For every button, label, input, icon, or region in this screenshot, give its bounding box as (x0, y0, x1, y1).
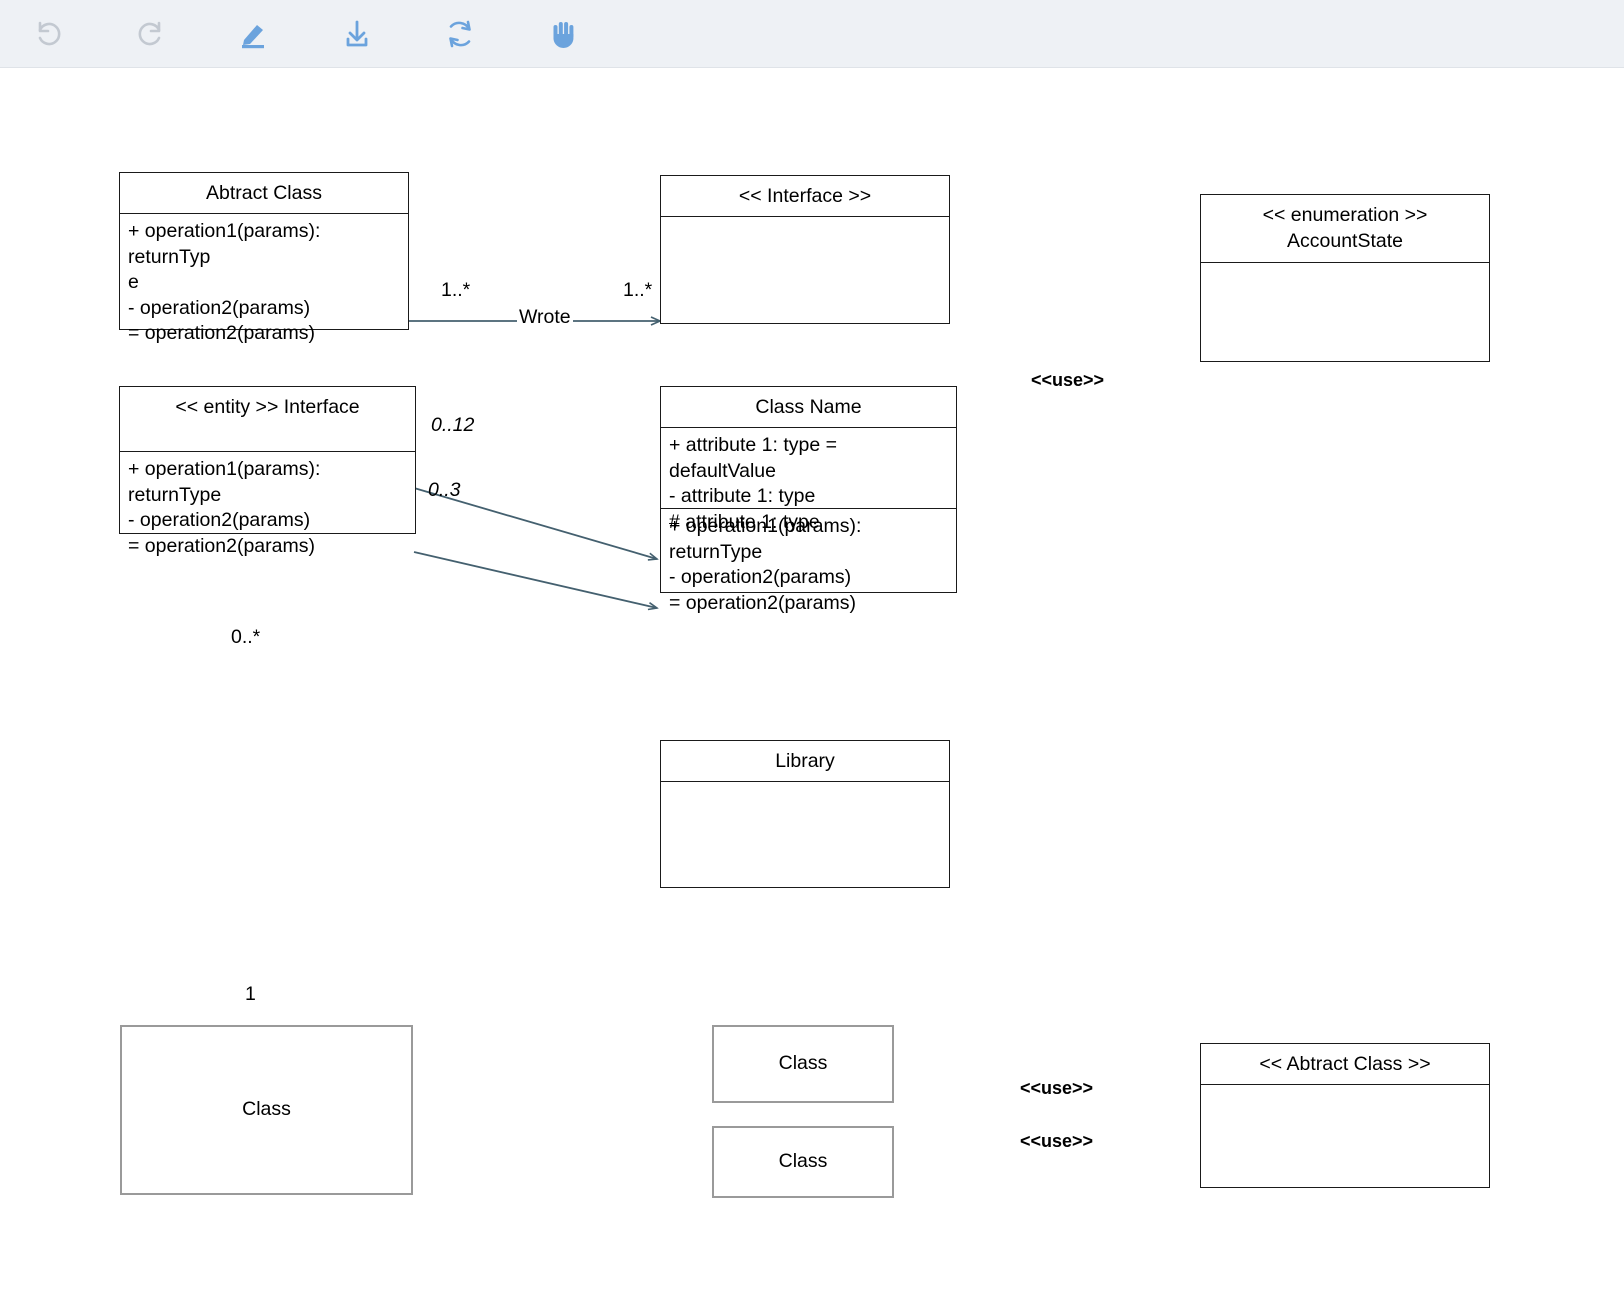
node-class-bottom-left[interactable]: Class (120, 1025, 413, 1195)
node-operations: + operation1(params): returnTyp e - oper… (120, 213, 408, 344)
node-attributes: + attribute 1: type = defaultValue - att… (661, 427, 956, 533)
node-entity-interface[interactable]: << entity >> Interface + operation1(para… (119, 386, 416, 557)
node-operations: + operation1(params): returnType - opera… (661, 508, 956, 614)
edge-label-wrote-source-multiplicity: 1..* (441, 279, 471, 301)
editor-toolbar (0, 0, 1624, 68)
redo-button[interactable] (125, 8, 177, 60)
diagram-canvas[interactable]: Interface : "Wrote" association --> Clas… (0, 68, 1624, 1316)
node-title: Abtract Class (206, 182, 322, 204)
edge-label-0-star: 0..* (231, 626, 261, 648)
edge-label-use-enumeration: <<use>> (1029, 370, 1107, 391)
node-interface-top[interactable]: << Interface >> (660, 175, 950, 324)
node-enumeration-accountstate[interactable]: << enumeration >> AccountState (1200, 194, 1490, 362)
download-button[interactable] (331, 8, 383, 60)
node-body (661, 216, 949, 324)
node-title: << enumeration >> AccountState (1262, 204, 1428, 252)
undo-icon (31, 17, 65, 51)
node-title: Class (242, 1098, 291, 1120)
node-body (1201, 1084, 1489, 1188)
pencil-icon (237, 17, 271, 51)
hand-icon (546, 17, 580, 51)
redo-icon (134, 17, 168, 51)
node-title: << entity >> Interface (175, 396, 360, 418)
refresh-button[interactable] (434, 8, 486, 60)
node-abtract-class-right[interactable]: << Abtract Class >> (1200, 1043, 1490, 1188)
node-body (1201, 262, 1489, 361)
node-class-mid-lower[interactable]: Class (712, 1126, 894, 1198)
node-body (661, 781, 949, 888)
node-operations: + operation1(params): returnType - opera… (120, 451, 415, 557)
edge-label-0-12: 0..12 (431, 414, 475, 436)
edge-label-one: 1 (245, 983, 256, 1005)
node-class-mid-upper[interactable]: Class (712, 1025, 894, 1103)
refresh-icon (443, 17, 477, 51)
edge-label-use-lower: <<use>> (1018, 1131, 1096, 1152)
download-icon (340, 17, 374, 51)
pan-button[interactable] (537, 8, 589, 60)
node-abtract-class[interactable]: Abtract Class + operation1(params): retu… (119, 172, 409, 344)
edge-label-use-upper: <<use>> (1018, 1078, 1096, 1099)
node-library[interactable]: Library (660, 740, 950, 888)
node-class-name[interactable]: Class Name + attribute 1: type = default… (660, 386, 957, 614)
node-title: << Interface >> (738, 185, 872, 207)
draw-button[interactable] (228, 8, 280, 60)
node-title: Class Name (755, 396, 862, 418)
node-title: Class (778, 1150, 828, 1172)
node-title: << Abtract Class >> (1259, 1053, 1431, 1075)
edge-entity-to-operations (413, 551, 657, 608)
undo-button[interactable] (22, 8, 74, 60)
node-title: Class (778, 1052, 828, 1074)
node-title: Library (775, 750, 835, 772)
edge-label-wrote: Wrote (517, 306, 573, 329)
edge-label-wrote-target-multiplicity: 1..* (623, 279, 653, 301)
edge-label-0-3: 0..3 (428, 479, 461, 501)
